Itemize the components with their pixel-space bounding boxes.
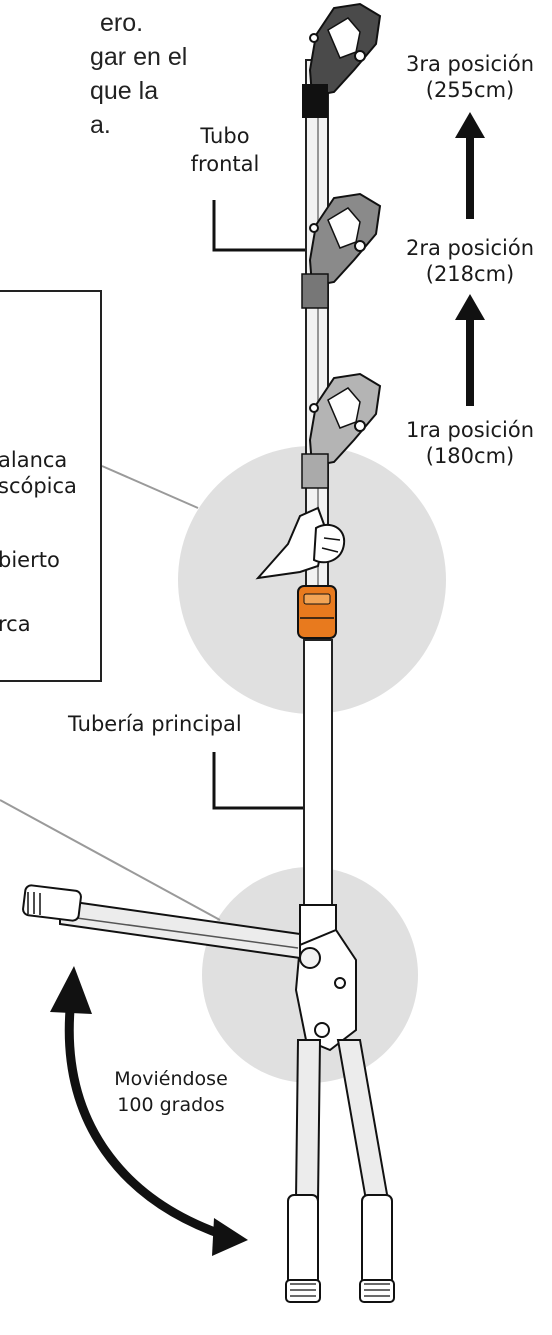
pruner-head-3 xyxy=(302,2,382,118)
intro-line-1: ero. xyxy=(100,9,144,37)
position-1-height: (180cm) xyxy=(425,444,515,468)
label-tubo-frontal-2: frontal xyxy=(190,152,260,176)
label-moviendose-2: 100 grados xyxy=(117,1094,225,1116)
box-item-3: bierto xyxy=(0,548,60,572)
lever-handle xyxy=(22,884,321,969)
intro-line-3: que la xyxy=(90,77,159,105)
orange-lock-collar xyxy=(297,585,337,639)
box-item-2: scópica xyxy=(0,474,77,498)
tuberia-principal-callout xyxy=(212,752,306,810)
arrow-up-upper xyxy=(455,112,485,219)
label-moviendose-1: Moviéndose xyxy=(114,1068,228,1090)
main-tube xyxy=(303,639,333,911)
position-3-height: (255cm) xyxy=(425,78,515,102)
leader-line-bottom xyxy=(0,799,221,921)
label-tuberia-principal: Tubería principal xyxy=(68,712,242,736)
box-item-4: rca xyxy=(0,612,31,636)
handle-legs xyxy=(285,1039,395,1303)
hand-on-tube xyxy=(255,506,346,580)
position-1-name: 1ra posición xyxy=(405,418,535,442)
position-2-height: (218cm) xyxy=(425,262,515,286)
intro-line-4: a. xyxy=(90,111,111,139)
intro-line-2: gar en el xyxy=(90,43,188,71)
leader-line-top xyxy=(101,465,199,509)
pruner-head-2 xyxy=(301,192,382,309)
info-box-frame xyxy=(0,290,102,682)
position-2-name: 2ra posición xyxy=(405,236,535,260)
tubo-frontal-callout xyxy=(212,200,306,252)
box-item-1: alanca xyxy=(0,448,68,472)
position-3-name: 3ra posición xyxy=(405,52,535,76)
arrow-up-lower xyxy=(455,294,485,406)
label-tubo-frontal-1: Tubo xyxy=(200,124,250,148)
curved-arrow-100-degrees xyxy=(50,966,248,1256)
pruner-head-1 xyxy=(301,372,382,489)
